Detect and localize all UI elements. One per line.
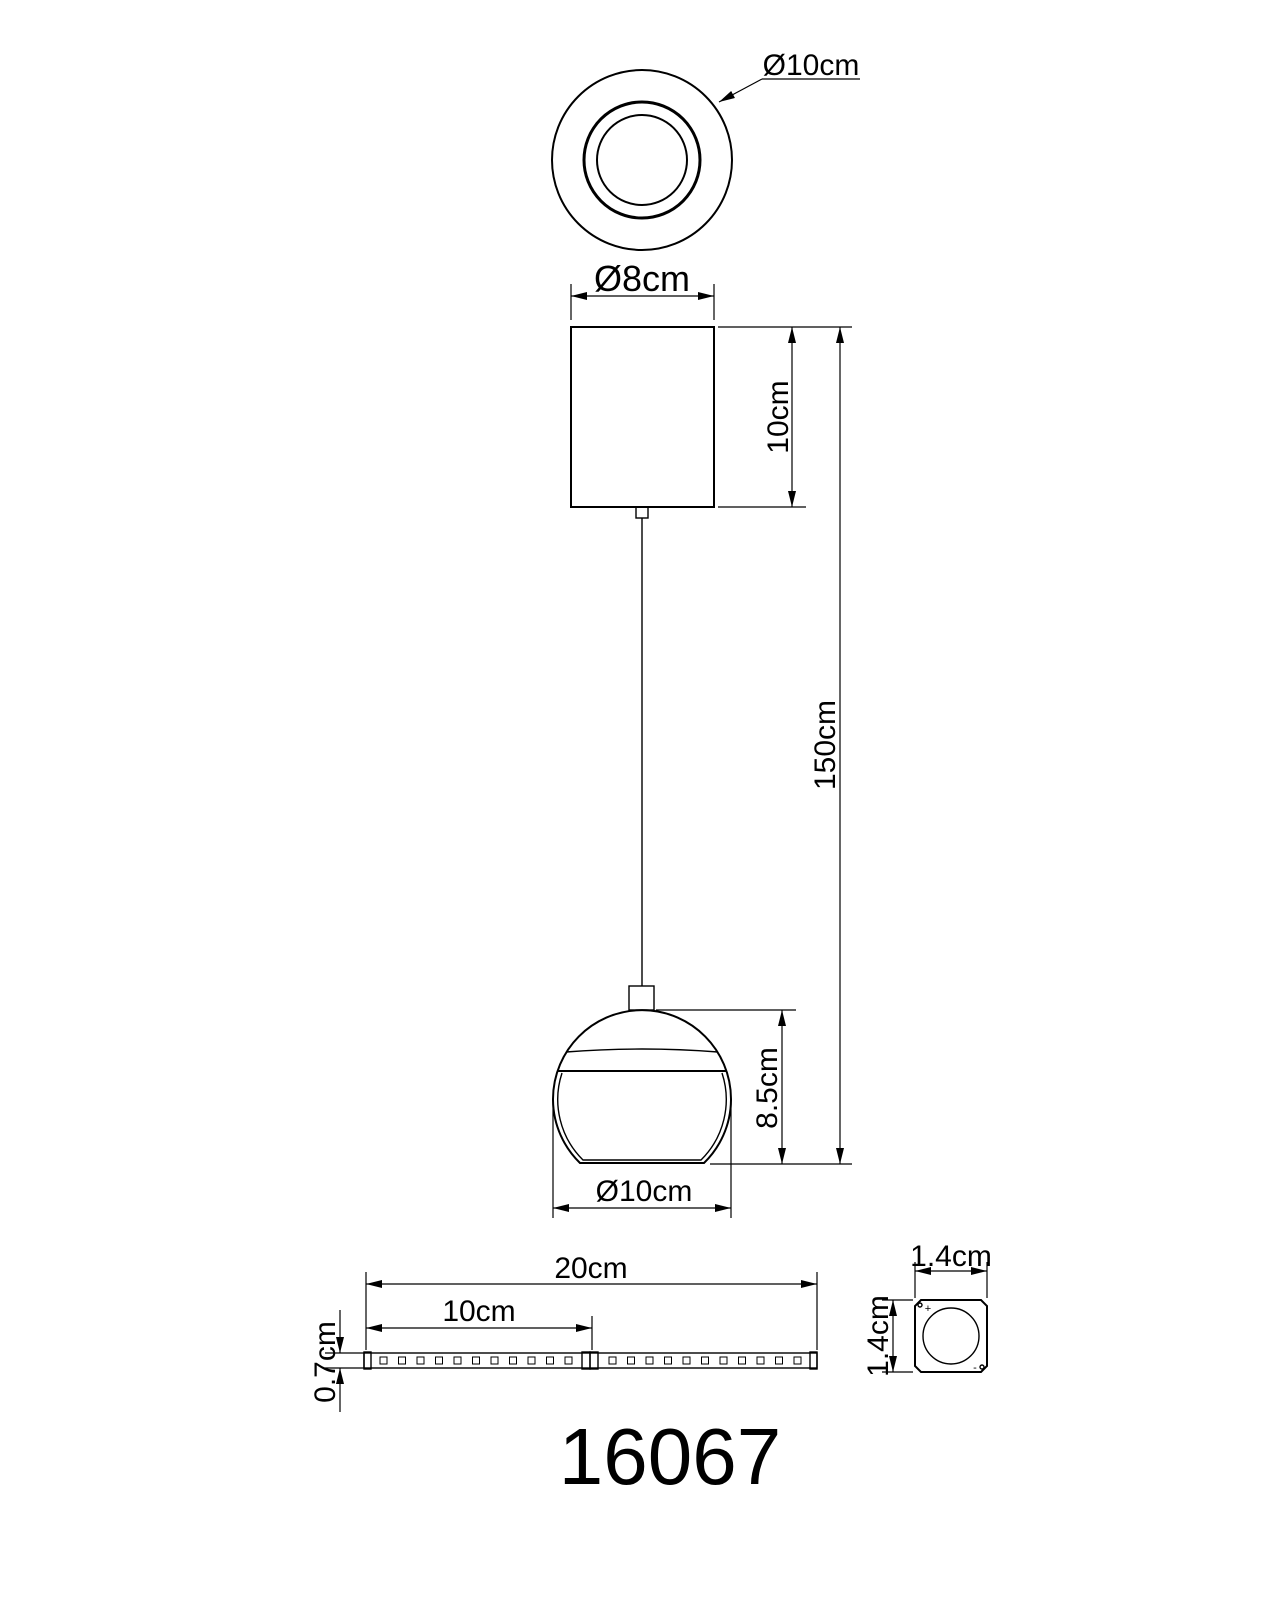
canopy-ring-circle <box>582 100 702 220</box>
canopy-inner-circle <box>596 114 688 206</box>
overall-height-label: 150cm <box>809 700 842 790</box>
led-chip <box>398 1356 406 1365</box>
led-chip-row <box>379 1356 802 1365</box>
led-chip <box>793 1356 802 1365</box>
led-chip <box>719 1356 728 1365</box>
canopy-top-leader-arrow <box>718 78 763 103</box>
module-pad-negative <box>979 1364 985 1370</box>
led-chip <box>527 1356 536 1365</box>
led-chip <box>627 1356 635 1365</box>
led-chip <box>453 1356 462 1365</box>
led-chip <box>664 1356 672 1365</box>
strip-end-connector-left <box>363 1351 372 1370</box>
led-chip <box>472 1356 480 1365</box>
strip-mid-connector-left <box>581 1351 591 1370</box>
led-chip <box>509 1356 517 1365</box>
shade-inner-glass-line <box>557 1072 727 1161</box>
overall-height-dimension: 150cm <box>710 327 852 1165</box>
led-module-view: 1.4cm 1.4cm + - <box>862 1240 992 1377</box>
strip-mid-connector-right <box>589 1351 599 1370</box>
canopy-body <box>570 326 715 508</box>
led-chip <box>701 1356 709 1365</box>
canopy-outer-circle <box>551 69 733 251</box>
led-chip <box>379 1356 388 1365</box>
model-number: 16067 <box>559 1412 781 1501</box>
canopy-side-view: Ø8cm 10cm <box>570 258 852 519</box>
canopy-top-view: Ø10cm <box>551 49 860 251</box>
module-lens <box>922 1307 980 1365</box>
led-chip <box>435 1356 443 1365</box>
shade-cap <box>628 985 655 1011</box>
shade-view: 8.5cm Ø10cm <box>552 985 796 1218</box>
canopy-cord-grip <box>635 506 649 519</box>
module-minus-mark: - <box>973 1362 977 1374</box>
led-chip <box>608 1356 617 1365</box>
led-strip-view: 20cm 10cm 0.7cm <box>309 1252 818 1412</box>
led-chip <box>416 1356 425 1365</box>
strip-segment-label: 10cm <box>442 1295 515 1328</box>
led-chip <box>682 1356 691 1365</box>
shade-outline <box>552 1009 732 1164</box>
shade-diameter-label: Ø10cm <box>596 1175 693 1208</box>
strip-length-label: 20cm <box>554 1252 627 1285</box>
module-body <box>914 1299 988 1373</box>
led-chip <box>645 1356 654 1365</box>
led-chip <box>490 1356 499 1365</box>
shade-height-label: 8.5cm <box>751 1047 784 1129</box>
canopy-diameter-label: Ø8cm <box>594 258 690 299</box>
canopy-top-diameter-label: Ø10cm <box>763 49 860 82</box>
led-chip <box>738 1356 746 1365</box>
module-height-label: 1.4cm <box>862 1295 895 1377</box>
led-chip <box>546 1356 554 1365</box>
strip-thickness-label: 0.7cm <box>309 1321 342 1403</box>
module-width-label: 1.4cm <box>910 1240 992 1273</box>
led-chip <box>775 1356 783 1365</box>
shade-band-top <box>565 1048 719 1053</box>
strip-end-connector-right <box>809 1351 818 1370</box>
canopy-height-label: 10cm <box>762 380 795 453</box>
led-chip <box>564 1356 573 1365</box>
module-plus-mark: + <box>925 1303 931 1315</box>
led-chip <box>756 1356 765 1365</box>
module-pad-positive <box>917 1302 923 1308</box>
